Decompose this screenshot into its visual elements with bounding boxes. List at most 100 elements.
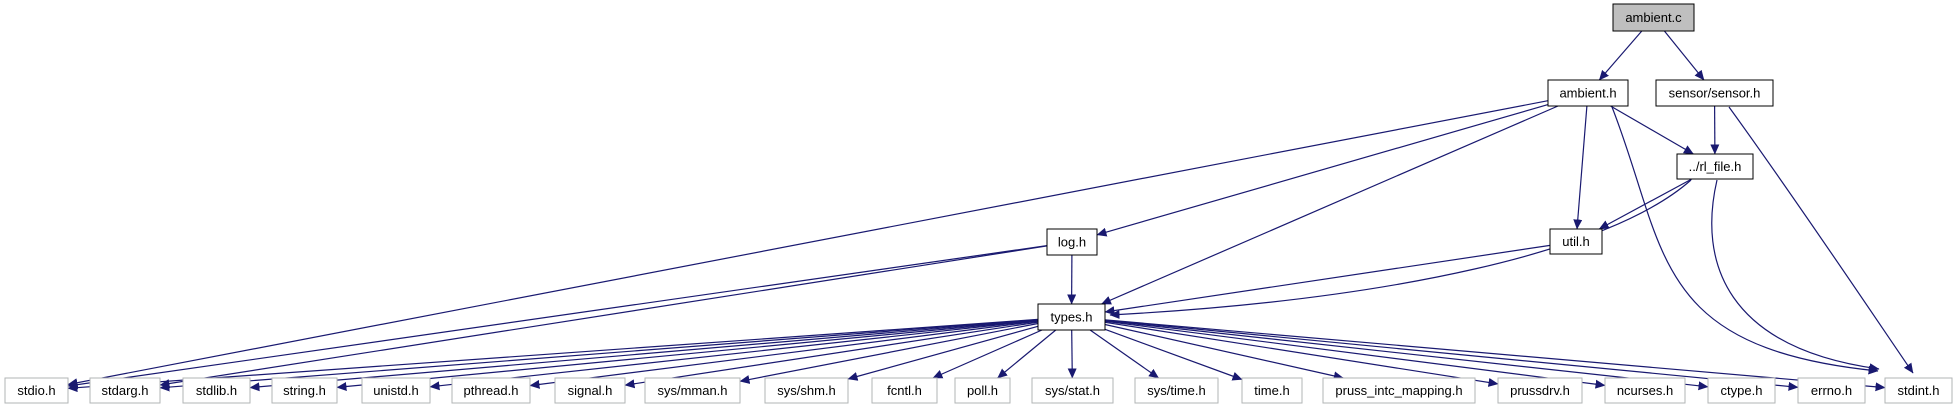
edge-log_h-stdio_h (67, 245, 1048, 390)
node-sensor_sensor_h[interactable]: sensor/sensor.h (1655, 79, 1774, 107)
node-label-unistd_h: unistd.h (373, 383, 419, 398)
node-sys_mman_h: sys/mman.h (644, 377, 741, 404)
node-box-ambient_h (1547, 79, 1629, 107)
node-label-stdarg_h: stdarg.h (102, 383, 149, 398)
node-box-ncurses_h (1604, 377, 1686, 404)
node-pthread_h: pthread.h (451, 377, 531, 404)
node-sys_stat_h: sys/stat.h (1031, 377, 1114, 404)
node-label-stdlib_h: stdlib.h (196, 383, 237, 398)
node-label-sys_time_h: sys/time.h (1147, 383, 1206, 398)
node-box-string_h (271, 377, 338, 404)
node-errno_h: errno.h (1797, 377, 1866, 404)
edge-types_h-pthread_h (529, 320, 1039, 389)
node-prussdrv_h: prussdrv.h (1497, 377, 1583, 404)
node-time_h: time.h (1241, 377, 1303, 404)
node-box-poll_h (954, 377, 1011, 404)
node-label-signal_h: signal.h (568, 383, 613, 398)
node-label-ambient_h: ambient.h (1559, 86, 1616, 101)
node-label-ambient_c: ambient.c (1625, 10, 1682, 25)
node-box-sys_stat_h (1031, 377, 1114, 404)
node-box-time_h (1241, 377, 1303, 404)
node-box-ambient_c (1612, 3, 1695, 32)
node-log_h[interactable]: log.h (1046, 228, 1098, 256)
node-box-pruss_intc_mapping_h (1322, 377, 1476, 404)
node-util_h[interactable]: util.h (1549, 228, 1603, 255)
edge-types_h-poll_h (997, 329, 1057, 379)
node-label-stdio_h: stdio.h (17, 383, 55, 398)
node-stdarg_h: stdarg.h (89, 377, 161, 404)
edge-types_h-unistd_h (429, 320, 1039, 391)
edge-types_h-stdarg_h (159, 319, 1039, 392)
node-label-types_h: types.h (1051, 310, 1093, 325)
edge-types_h-sys_shm_h (847, 325, 1039, 381)
node-box-stdio_h (4, 377, 69, 404)
node-fcntl_h: fcntl.h (871, 377, 938, 404)
node-sys_shm_h: sys/shm.h (764, 377, 849, 404)
node-box-log_h (1046, 228, 1098, 256)
node-box-sys_time_h (1134, 377, 1219, 404)
node-box-stdint_h (1884, 377, 1953, 404)
node-label-ncurses_h: ncurses.h (1617, 383, 1673, 398)
edge-ambient_h-rl_file_h (1610, 105, 1694, 155)
node-label-log_h: log.h (1058, 235, 1086, 250)
node-signal_h: signal.h (554, 377, 626, 404)
node-label-time_h: time.h (1254, 383, 1289, 398)
node-pruss_intc_mapping_h: pruss_intc_mapping.h (1322, 377, 1476, 404)
edge-ambient_c-ambient_h (1598, 30, 1643, 81)
edge-types_h-fcntl_h (932, 329, 1043, 379)
node-layer: ambient.c ambient.h sensor/sensor.h ../rl_f… (4, 3, 1953, 404)
node-box-pthread_h (451, 377, 531, 404)
edge-types_h-time_h (1104, 328, 1243, 381)
node-box-signal_h (554, 377, 626, 404)
edge-types_h-stdlib_h (249, 319, 1039, 392)
node-stdint_h: stdint.h (1884, 377, 1953, 404)
edge-log_h-stdarg_h (159, 245, 1048, 388)
edge-ambient_h-log_h (1096, 104, 1549, 237)
edge-types_h-stdio_h (67, 318, 1039, 393)
edge-ambient_h-stdint_h (1611, 106, 1879, 375)
node-label-ctype_h: ctype.h (1721, 383, 1763, 398)
edge-types_h-string_h (336, 319, 1039, 391)
node-label-sys_mman_h: sys/mman.h (657, 383, 727, 398)
node-ncurses_h: ncurses.h (1604, 377, 1686, 404)
node-label-pthread_h: pthread.h (464, 383, 519, 398)
node-poll_h: poll.h (954, 377, 1011, 404)
node-ambient_c[interactable]: ambient.c (1612, 3, 1695, 32)
edge-util_h-types_h (1104, 244, 1551, 316)
node-label-errno_h: errno.h (1811, 383, 1852, 398)
node-box-types_h (1037, 303, 1106, 331)
edge-types_h-errno_h (1104, 319, 1799, 391)
node-box-stdarg_h (89, 377, 161, 404)
node-rl_file_h[interactable]: ../rl_file.h (1676, 153, 1754, 180)
edge-types_h-sys_stat_h (1067, 329, 1077, 379)
node-label-util_h: util.h (1562, 234, 1589, 249)
edge-types_h-stdint_h (1104, 319, 1886, 392)
node-ambient_h[interactable]: ambient.h (1547, 79, 1629, 107)
node-box-unistd_h (361, 377, 431, 404)
node-string_h: string.h (271, 377, 338, 404)
node-box-sensor_sensor_h (1655, 79, 1774, 107)
edge-types_h-prussdrv_h (1104, 321, 1499, 387)
node-label-prussdrv_h: prussdrv.h (1510, 383, 1570, 398)
node-label-rl_file_h: ../rl_file.h (1689, 159, 1742, 174)
node-box-errno_h (1797, 377, 1866, 404)
edge-rl_file_h-stdint_h (1711, 179, 1880, 373)
node-ctype_h: ctype.h (1707, 377, 1776, 404)
node-box-fcntl_h (871, 377, 938, 404)
node-types_h[interactable]: types.h (1037, 303, 1106, 331)
node-box-ctype_h (1707, 377, 1776, 404)
node-box-sys_shm_h (764, 377, 849, 404)
node-box-util_h (1549, 228, 1603, 255)
edge-rl_file_h-types_h (1109, 179, 1692, 319)
node-label-poll_h: poll.h (967, 383, 998, 398)
node-label-fcntl_h: fcntl.h (887, 383, 922, 398)
edge-ambient_c-sensor_sensor_h (1663, 30, 1705, 81)
node-label-sensor_sensor_h: sensor/sensor.h (1669, 86, 1761, 101)
edge-ambient_h-stdio_h (67, 100, 1549, 388)
edge-layer (67, 30, 1914, 393)
edge-types_h-sys_mman_h (739, 322, 1039, 384)
edge-sensor_sensor_h-stdint_h (1728, 106, 1914, 374)
node-label-stdint_h: stdint.h (1898, 383, 1940, 398)
